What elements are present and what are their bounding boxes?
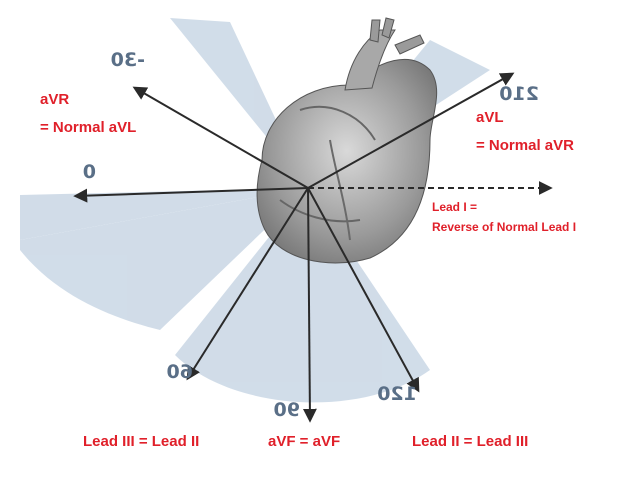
label-bottom-right: Lead II = Lead III (412, 433, 528, 450)
label-avr-line1: aVR (40, 91, 69, 108)
label-avl-line2: = Normal aVR (476, 137, 574, 154)
angle-60: 60 (167, 361, 193, 383)
label-lead1-line2: Reverse of Normal Lead I (432, 220, 576, 234)
label-lead1-line1: Lead I = (432, 200, 477, 214)
angle-minus30: -30 (111, 49, 145, 71)
angle-210: 210 (499, 83, 539, 105)
label-avl-line1: aVL (476, 109, 504, 126)
angle-90: 90 (274, 399, 300, 421)
label-bottom-left: Lead III = Lead II (83, 433, 199, 450)
label-bottom-center: aVF = aVF (268, 433, 340, 450)
angle-0: 0 (83, 161, 96, 183)
label-avr-line2: = Normal aVL (40, 119, 136, 136)
angle-120: 120 (377, 383, 417, 405)
